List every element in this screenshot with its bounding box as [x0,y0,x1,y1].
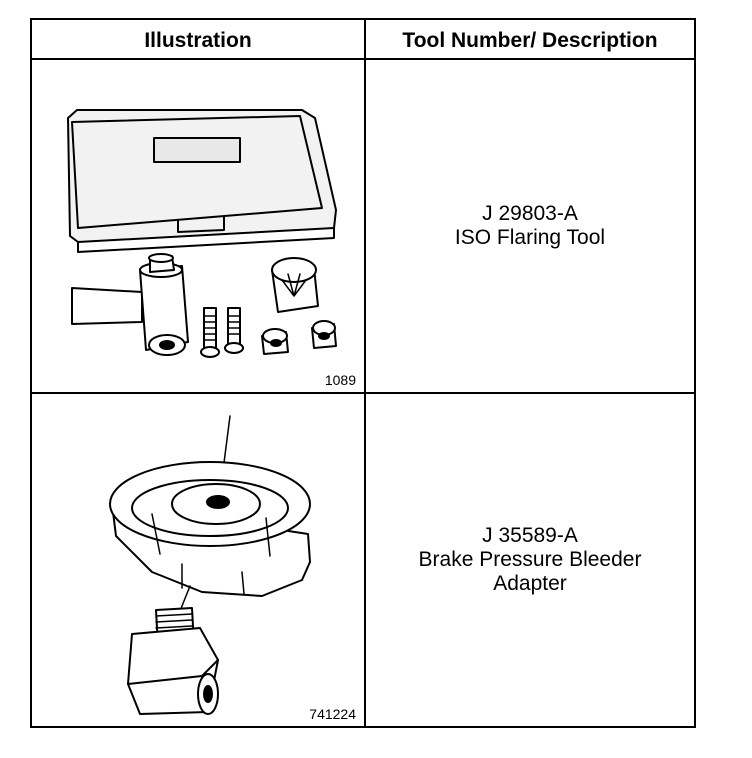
figure-ref-number: 741224 [309,706,356,722]
tool-table: Illustration Tool Number/ Description [30,18,696,728]
bleeder-adapter-illustration: 741224 [32,394,364,726]
tool-description-line: Brake Pressure Bleeder [418,548,642,571]
tool-description-1: J 29803-A ISO Flaring Tool [366,60,694,392]
column-divider [364,20,366,726]
header-tool-number: Tool Number/ Description [402,29,658,52]
row-divider [32,392,694,394]
figure-ref-number: 1089 [324,372,356,388]
bleeder-adapter-drawing [109,415,311,715]
tool-number: J 35589-A [482,524,578,547]
tool-number: J 29803-A [482,202,578,225]
header-illustration: Illustration [144,29,252,52]
tool-description-2: J 35589-A Brake Pressure Bleeder Adapter [366,394,694,726]
header-divider [32,58,694,60]
flaring-tool-illustration: 1089 [32,60,364,392]
flaring-tool-kit-drawing [67,109,337,358]
tool-description-line: Adapter [493,572,567,595]
tool-description-line: ISO Flaring Tool [454,226,606,249]
